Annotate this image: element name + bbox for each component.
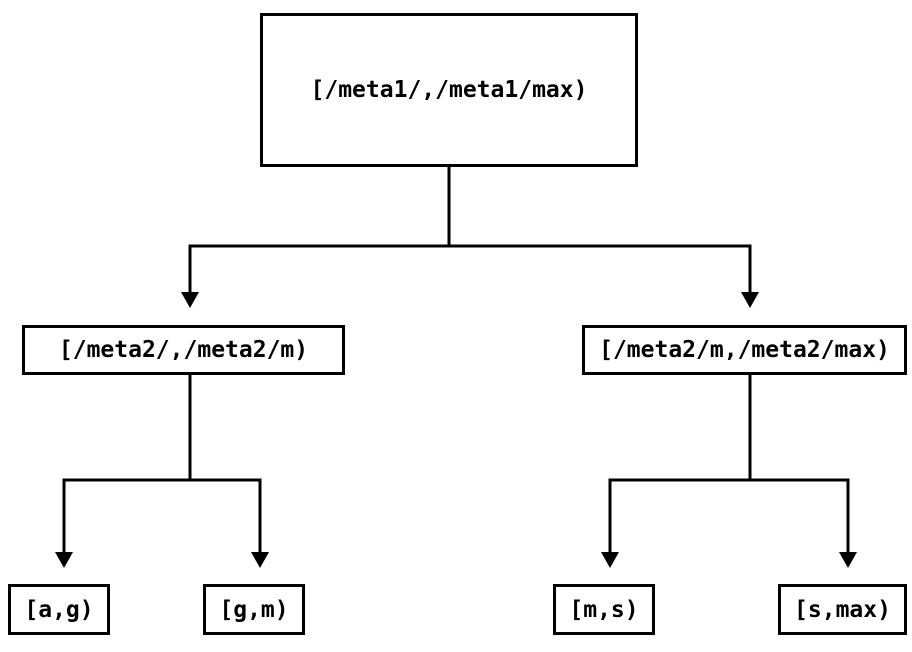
node-left-child-label: [/meta2/,/meta2/m) — [58, 337, 309, 363]
node-leaf-gm-label: [g,m) — [219, 596, 289, 623]
node-root-label: [/meta1/,/meta1/max) — [310, 77, 588, 103]
edge-root-branch-bar — [188, 244, 752, 292]
arrowhead-icon — [741, 292, 759, 308]
node-leaf-ms: [m,s) — [553, 584, 655, 635]
node-right-child: [/meta2/m,/meta2/max) — [582, 325, 907, 375]
node-leaf-ag-label: [a,g) — [24, 596, 94, 623]
edge-left-branch-bar — [62, 478, 262, 552]
arrowhead-icon — [181, 292, 199, 308]
node-root: [/meta1/,/meta1/max) — [260, 13, 638, 167]
edge-right-branch-bar — [608, 478, 850, 552]
arrowhead-icon — [55, 552, 73, 568]
node-leaf-ms-label: [m,s) — [569, 596, 639, 623]
node-leaf-smax-label: [s,max) — [794, 596, 891, 623]
node-leaf-gm: [g,m) — [203, 584, 305, 635]
arrowhead-icon — [839, 552, 857, 568]
arrowhead-icon — [251, 552, 269, 568]
arrowhead-icon — [601, 552, 619, 568]
node-leaf-smax: [s,max) — [778, 584, 907, 635]
node-right-child-label: [/meta2/m,/meta2/max) — [599, 337, 890, 363]
node-leaf-ag: [a,g) — [8, 584, 110, 635]
node-left-child: [/meta2/,/meta2/m) — [22, 325, 345, 375]
